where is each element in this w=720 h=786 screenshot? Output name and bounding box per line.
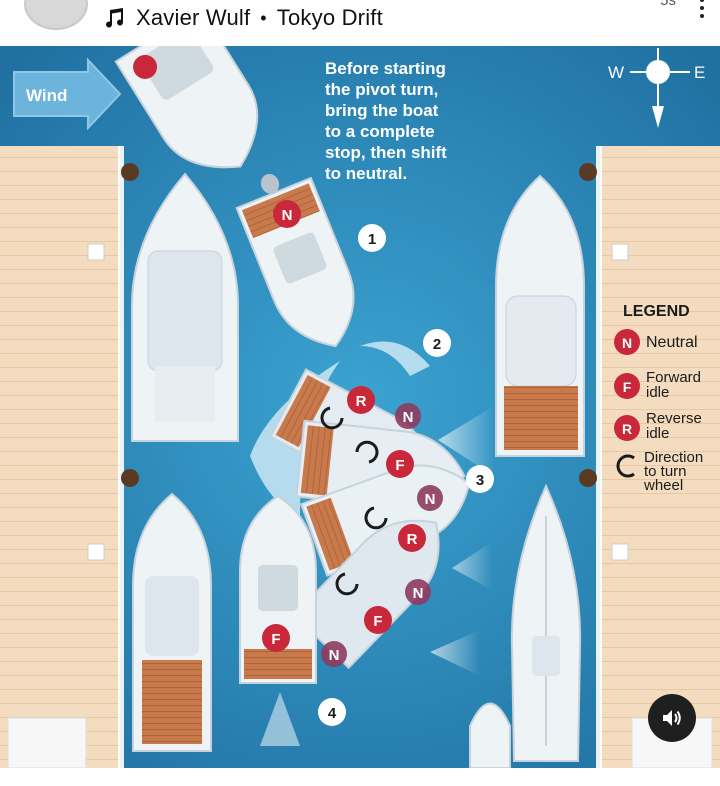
svg-text:3: 3 bbox=[476, 472, 484, 489]
marker-forward: F bbox=[262, 624, 290, 652]
more-vertical-icon[interactable] bbox=[698, 0, 706, 20]
svg-text:Direction: Direction bbox=[644, 449, 703, 466]
svg-text:4: 4 bbox=[328, 705, 337, 722]
docking-diagram: Wind Before starting the pivot turn, bri… bbox=[0, 46, 720, 768]
marker-neutral: N bbox=[395, 403, 421, 429]
markers: N R N F N R N F F N bbox=[262, 200, 443, 667]
boat-position-3c bbox=[292, 519, 440, 670]
avatar[interactable] bbox=[24, 0, 88, 30]
marker-forward: F bbox=[364, 606, 392, 634]
instruction-line: to neutral. bbox=[325, 164, 407, 183]
spotlight bbox=[260, 692, 300, 746]
step-1: 1 bbox=[358, 224, 386, 252]
boat-left-upper bbox=[131, 172, 239, 442]
instruction-text: Before starting the pivot turn, bring th… bbox=[325, 59, 447, 183]
legend-item-direction: Direction to turn wheel bbox=[616, 449, 703, 494]
legend-item-forward: F Forward idle bbox=[614, 369, 701, 401]
wind-arrow: Wind bbox=[13, 57, 122, 131]
step-2: 2 bbox=[423, 329, 451, 357]
svg-text:N: N bbox=[622, 335, 632, 351]
spotlight bbox=[430, 630, 480, 676]
svg-text:R: R bbox=[407, 531, 418, 548]
step-numbers: 1 2 3 4 bbox=[318, 224, 494, 726]
bottom-strip bbox=[0, 768, 720, 786]
svg-text:Reverse: Reverse bbox=[646, 410, 702, 427]
sound-button[interactable] bbox=[648, 694, 696, 742]
svg-text:F: F bbox=[373, 613, 382, 630]
svg-text:N: N bbox=[413, 585, 424, 602]
svg-text:idle: idle bbox=[646, 425, 669, 442]
time-label: 5s bbox=[660, 0, 676, 9]
song-info[interactable]: Xavier Wulf • Tokyo Drift bbox=[104, 4, 383, 32]
left-dock bbox=[0, 146, 139, 768]
instruction-line: Before starting bbox=[325, 59, 446, 78]
compass-west: W bbox=[608, 63, 624, 82]
svg-text:Neutral: Neutral bbox=[646, 334, 698, 351]
compass-east: E bbox=[694, 63, 705, 82]
marker-neutral: N bbox=[273, 200, 301, 228]
marker-neutral: N bbox=[405, 579, 431, 605]
song-title: Tokyo Drift bbox=[276, 5, 383, 30]
svg-text:Forward: Forward bbox=[646, 369, 701, 386]
song-artist: Xavier Wulf bbox=[136, 5, 251, 30]
instruction-line: to a complete bbox=[325, 122, 435, 141]
svg-text:to turn: to turn bbox=[644, 463, 687, 480]
marker-neutral: N bbox=[417, 485, 443, 511]
dinghy bbox=[469, 702, 511, 768]
svg-text:wheel: wheel bbox=[643, 477, 683, 494]
speaker-icon bbox=[663, 710, 681, 726]
marker-forward: F bbox=[386, 450, 414, 478]
step-3: 3 bbox=[466, 465, 494, 493]
svg-text:F: F bbox=[271, 631, 280, 648]
svg-text:N: N bbox=[282, 207, 293, 224]
svg-text:1: 1 bbox=[368, 231, 376, 248]
svg-text:idle: idle bbox=[646, 384, 669, 401]
wind-label: Wind bbox=[26, 86, 67, 105]
svg-text:R: R bbox=[622, 421, 632, 437]
music-note-icon bbox=[106, 8, 124, 28]
legend-item-neutral: N Neutral bbox=[614, 329, 698, 355]
boat-top bbox=[114, 46, 259, 169]
legend: LEGEND N Neutral F Forward idle R Revers… bbox=[614, 303, 703, 494]
instruction-line: bring the boat bbox=[325, 101, 439, 120]
instruction-line: stop, then shift bbox=[325, 143, 447, 162]
svg-text:N: N bbox=[425, 491, 436, 508]
wheel-direction-icons bbox=[320, 406, 388, 596]
svg-text:F: F bbox=[623, 379, 632, 395]
marker-reverse: R bbox=[347, 386, 375, 414]
marker-neutral: N bbox=[321, 641, 347, 667]
top-bar: Xavier Wulf • Tokyo Drift 5s bbox=[0, 0, 720, 46]
svg-text:N: N bbox=[329, 647, 340, 664]
song-separator: • bbox=[260, 7, 267, 28]
legend-item-reverse: R Reverse idle bbox=[614, 410, 702, 442]
svg-text:N: N bbox=[403, 409, 414, 426]
svg-text:2: 2 bbox=[433, 336, 441, 353]
legend-title: LEGEND bbox=[623, 303, 690, 320]
right-dock bbox=[579, 146, 720, 768]
boat-left-lower bbox=[132, 492, 212, 752]
boat-position-4 bbox=[239, 494, 317, 684]
svg-text:F: F bbox=[395, 457, 404, 474]
spotlight bbox=[438, 406, 494, 476]
svg-text:R: R bbox=[356, 393, 367, 410]
boat-right-upper bbox=[495, 174, 585, 457]
spotlight bbox=[452, 542, 492, 590]
boat-right-lower bbox=[510, 483, 582, 762]
compass: W E bbox=[608, 48, 705, 128]
marker-reverse: R bbox=[398, 524, 426, 552]
step-4: 4 bbox=[318, 698, 346, 726]
instruction-line: the pivot turn, bbox=[325, 80, 438, 99]
